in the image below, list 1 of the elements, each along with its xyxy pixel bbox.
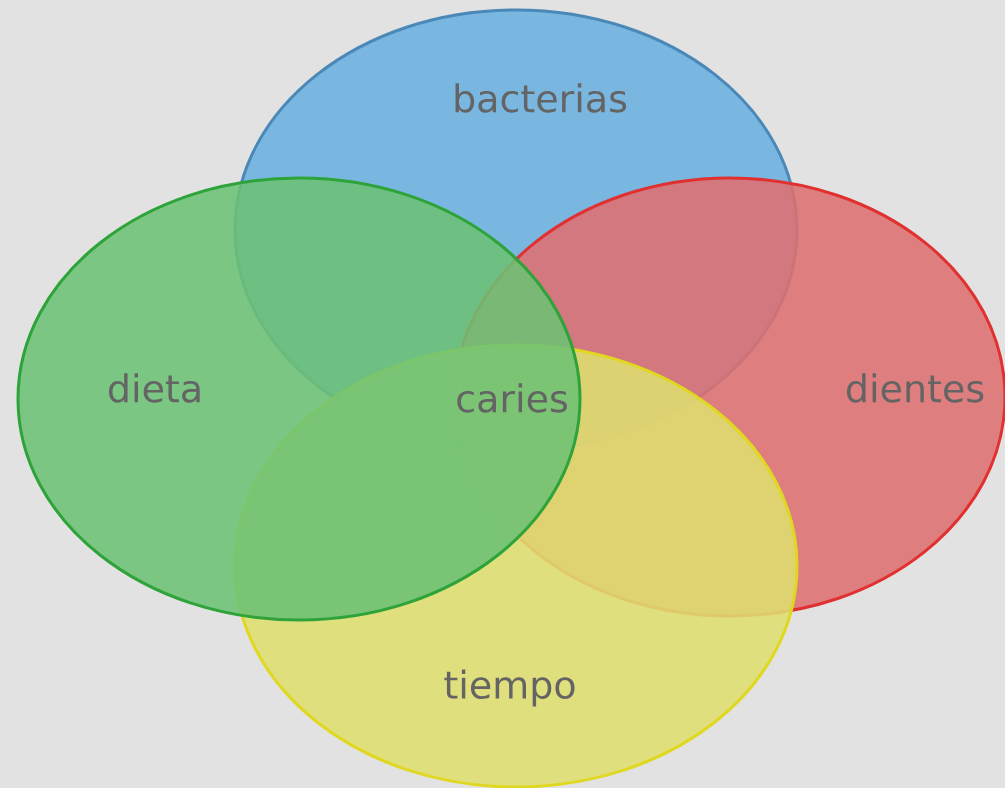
overlap-label: caries <box>457 383 567 413</box>
